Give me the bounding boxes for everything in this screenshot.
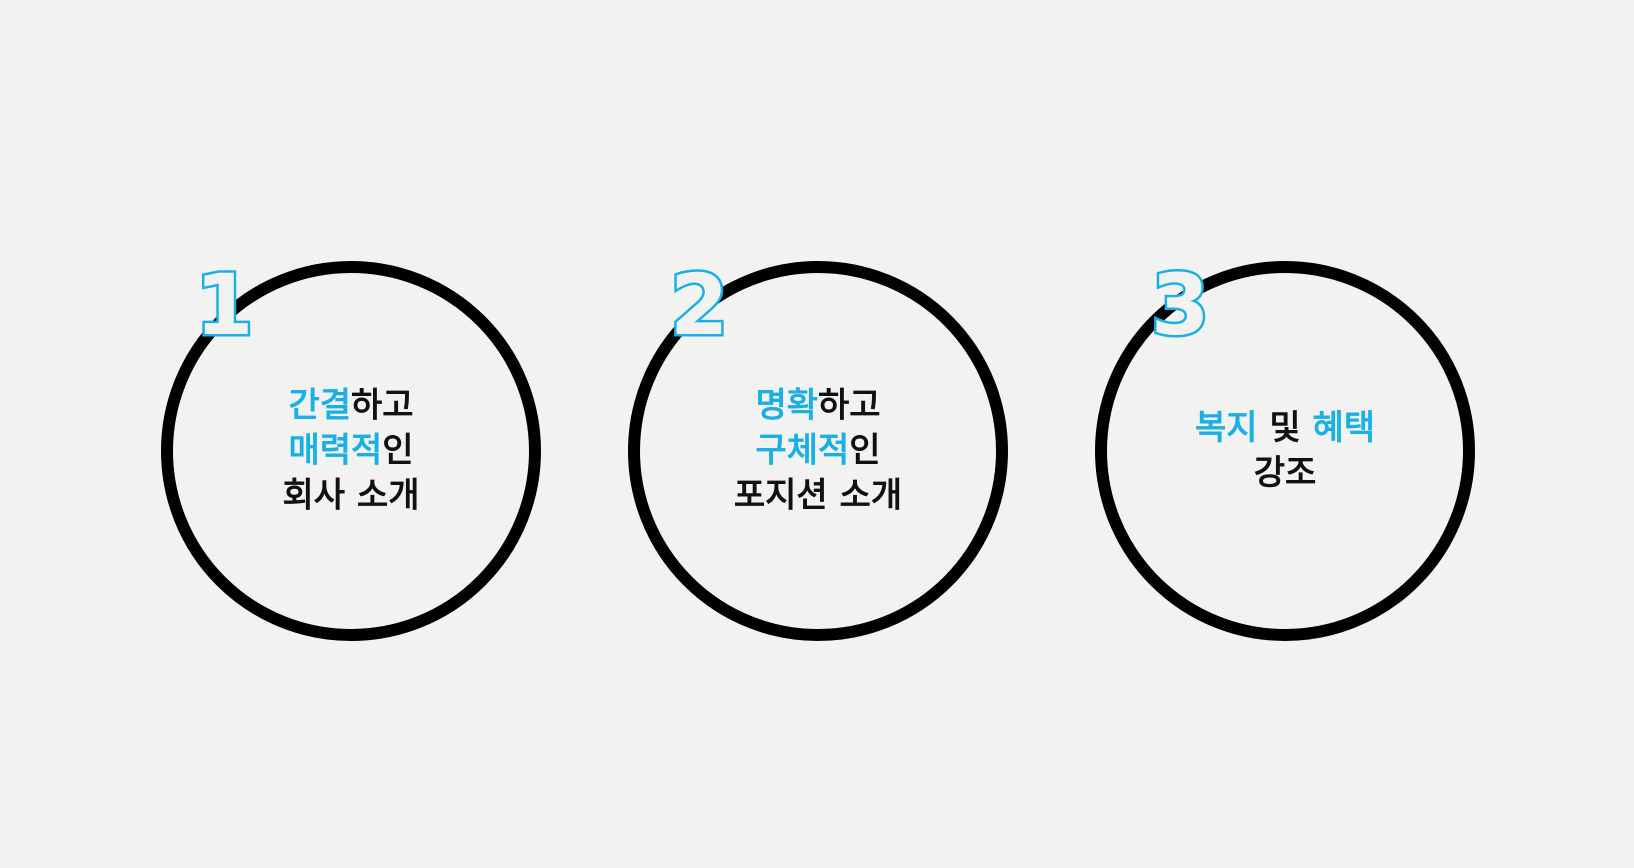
step-3-line-2: 강조 [1095,451,1475,496]
step-3-line-1-highlight: 복지 [1194,408,1258,448]
step-2-line-2-highlight: 구체적 [755,430,850,471]
step-3-line-1: 복지 및 혜택 [1095,406,1475,451]
step-2-line-1-highlight: 명확 [755,385,818,426]
step-3: 3 복지 및 혜택 강조 [1095,261,1475,641]
step-2-line-3: 포지션 소개 [628,474,1008,519]
step-1-line-2-highlight: 매력적 [288,430,383,471]
step-2-line-2-rest: 인 [849,430,881,471]
step-2-text: 명확하고 구체적인 포지션 소개 [628,384,1008,519]
step-3-line-1-highlight-2: 혜택 [1312,408,1376,448]
step-1-line-3-rest: 회사 소개 [282,475,420,516]
step-1-line-1-rest: 하고 [351,385,414,426]
step-2-number: 2 [667,256,730,354]
step-1-line-2-rest: 인 [382,430,414,471]
step-3-number: 3 [1148,256,1211,354]
step-1-line-2: 매력적인 [161,429,541,474]
step-2: 2 명확하고 구체적인 포지션 소개 [628,261,1008,641]
step-2-line-3-rest: 포지션 소개 [733,475,903,516]
step-2-line-1-rest: 하고 [818,385,881,426]
step-2-line-2: 구체적인 [628,429,1008,474]
step-3-text: 복지 및 혜택 강조 [1095,406,1475,496]
step-3-line-1-middle: 및 [1257,408,1313,448]
step-1-line-1-highlight: 간결 [288,385,351,426]
step-1-text: 간결하고 매력적인 회사 소개 [161,384,541,519]
step-1-line-3: 회사 소개 [161,474,541,519]
step-1: 1 간결하고 매력적인 회사 소개 [161,261,541,641]
step-1-number: 1 [192,256,255,354]
step-3-line-2-rest: 강조 [1253,453,1317,493]
step-1-line-1: 간결하고 [161,384,541,429]
step-2-line-1: 명확하고 [628,384,1008,429]
